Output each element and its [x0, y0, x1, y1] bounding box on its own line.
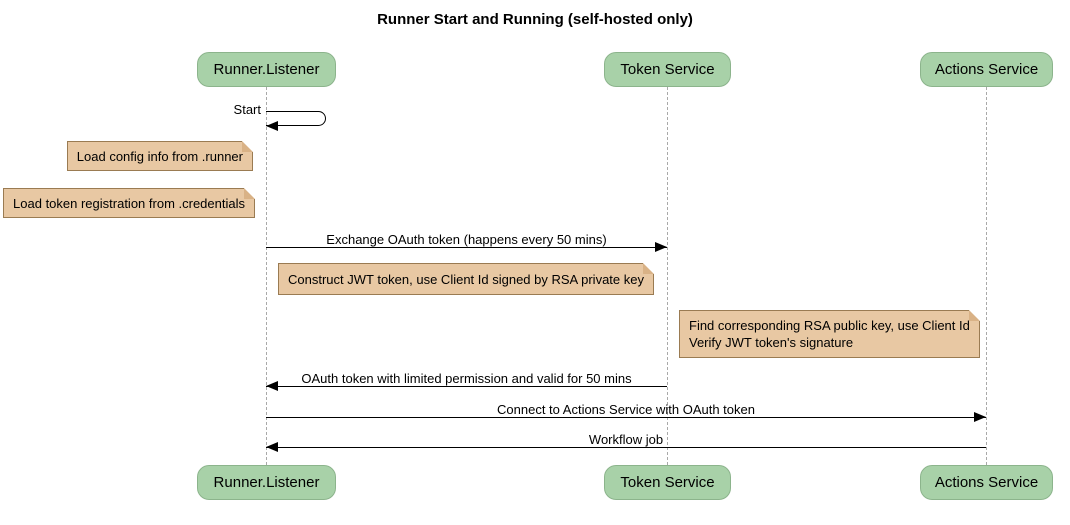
arrowhead-left-icon	[266, 121, 278, 131]
lifeline-runner-listener	[266, 87, 267, 465]
arrowhead-right-icon	[974, 412, 986, 422]
lifeline-actions-service	[986, 87, 987, 465]
note-verify-jwt: Find corresponding RSA public key, use C…	[679, 310, 980, 358]
message-label-connect-actions: Connect to Actions Service with OAuth to…	[497, 402, 755, 417]
message-label-oauth-return: OAuth token with limited permission and …	[301, 371, 632, 386]
message-line	[266, 386, 667, 387]
note-construct-jwt: Construct JWT token, use Client Id signe…	[278, 263, 654, 295]
note-load-token-registration: Load token registration from .credential…	[3, 188, 255, 218]
message-line	[266, 447, 986, 448]
participant-runner-listener-top: Runner.Listener	[197, 52, 336, 87]
participant-label: Actions Service	[934, 474, 1039, 491]
message-label-start: Start	[233, 102, 261, 117]
message-line	[266, 247, 667, 248]
self-message-loop	[266, 111, 326, 126]
arrowhead-right-icon	[655, 242, 667, 252]
note-text: Load token registration from .credential…	[13, 195, 245, 211]
diagram-title: Runner Start and Running (self-hosted on…	[377, 11, 693, 28]
arrowhead-left-icon	[266, 442, 278, 452]
participant-label: Runner.Listener	[213, 474, 320, 491]
participant-runner-listener-bottom: Runner.Listener	[197, 465, 336, 500]
participant-token-service-bottom: Token Service	[604, 465, 731, 500]
participant-label: Token Service	[620, 474, 715, 491]
participant-token-service-top: Token Service	[604, 52, 731, 87]
note-text: Load config info from .runner	[76, 148, 243, 164]
participant-label: Runner.Listener	[213, 61, 320, 78]
lifeline-token-service	[667, 87, 668, 465]
participant-actions-service-bottom: Actions Service	[920, 465, 1053, 500]
participant-label: Token Service	[620, 61, 715, 78]
participant-label: Actions Service	[934, 61, 1039, 78]
message-label-workflow-job: Workflow job	[588, 432, 664, 447]
note-load-config: Load config info from .runner	[66, 141, 254, 171]
message-line	[266, 417, 986, 418]
participant-actions-service-top: Actions Service	[920, 52, 1053, 87]
message-label-exchange-oauth: Exchange OAuth token (happens every 50 m…	[326, 232, 607, 247]
note-text: Construct JWT token, use Client Id signe…	[288, 271, 644, 287]
note-text: Find corresponding RSA public key, use C…	[689, 318, 970, 333]
arrowhead-left-icon	[266, 381, 278, 391]
note-text: Verify JWT token's signature	[689, 335, 854, 350]
